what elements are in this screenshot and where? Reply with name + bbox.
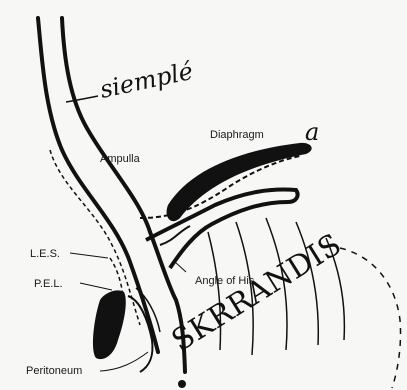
handwritten-siemple: siemplé — [97, 57, 195, 104]
label-peritoneum: Peritoneum — [26, 365, 82, 377]
label-diaphragma-handwritten: a — [305, 118, 319, 146]
peritoneum-line — [128, 296, 153, 372]
siemple-leader — [66, 96, 98, 102]
handwritten-skrrandis: SKRRANDIS — [166, 227, 348, 359]
gastric-fold — [146, 190, 298, 268]
label-pel: P.E.L. — [34, 278, 63, 290]
bottom-dot — [178, 380, 186, 388]
label-diaphragma: Diaphragm — [210, 129, 264, 141]
pel-leader — [80, 283, 112, 290]
angle-arrow — [175, 262, 186, 272]
label-les: L.E.S. — [30, 248, 60, 260]
stomach-outline-dashed — [340, 248, 401, 388]
left-crus-muscle — [93, 290, 126, 359]
les-leader — [70, 253, 108, 258]
esophagus-mucosa-dashed — [50, 150, 140, 325]
label-ampulla: Ampulla — [100, 153, 141, 165]
